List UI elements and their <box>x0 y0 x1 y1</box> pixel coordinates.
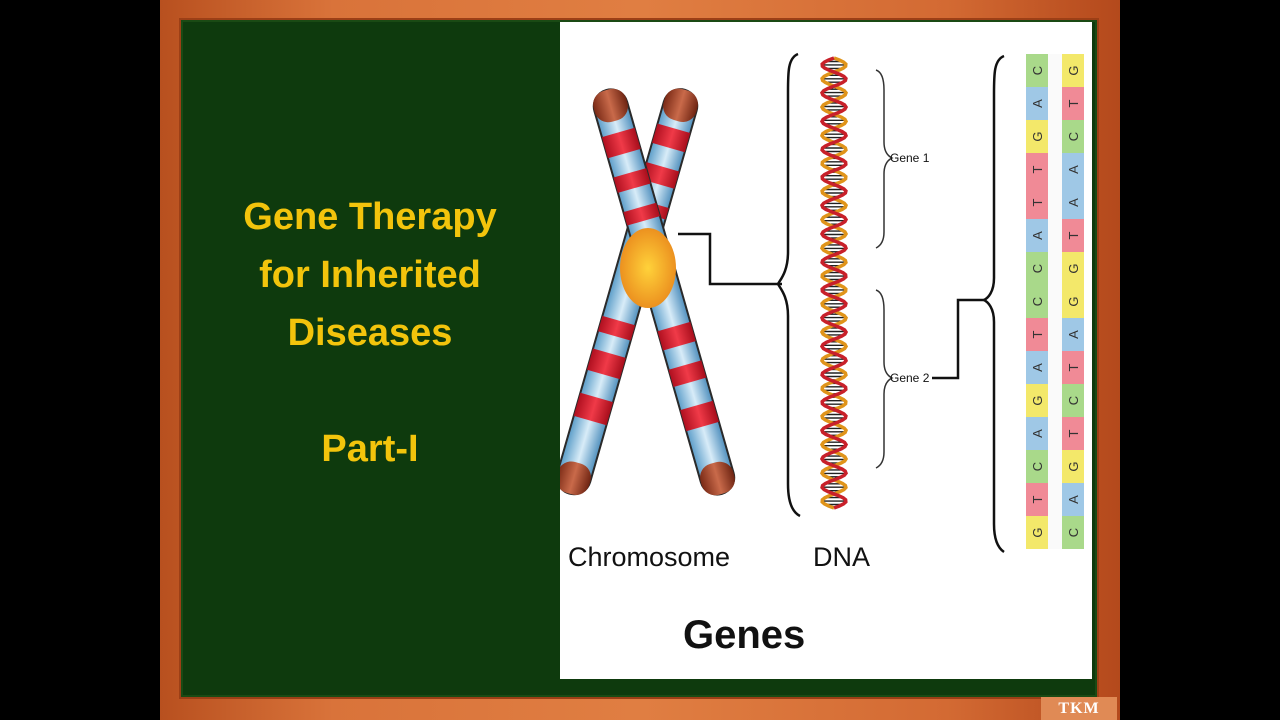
base-letter: C <box>1030 66 1045 75</box>
chromosome-graphic <box>560 85 738 498</box>
title-line-2: for Inherited <box>181 246 559 304</box>
chromosome-connector <box>678 234 782 284</box>
base-letter: G <box>1066 296 1081 306</box>
base-letter: C <box>1066 528 1081 537</box>
genes-diagram-panel: Gene 1 Gene 2 C G A T G C T A T A A T C G C G T A A T G C A T C G… <box>560 22 1092 679</box>
base-letter: A <box>1066 198 1081 207</box>
base-letter: A <box>1066 495 1081 504</box>
base-letter: G <box>1066 461 1081 471</box>
gene2-connector <box>932 300 984 378</box>
title-line-1: Gene Therapy <box>181 188 559 246</box>
brand-badge: TKM <box>1041 697 1117 720</box>
base-letter: T <box>1066 429 1081 437</box>
slide-subtitle: Part-I <box>181 420 559 478</box>
dna-helix <box>822 58 846 508</box>
base-letter: T <box>1030 198 1045 206</box>
base-letter: G <box>1030 131 1045 141</box>
base-letter: A <box>1030 429 1045 438</box>
base-letter: T <box>1066 99 1081 107</box>
genes-diagram: Gene 1 Gene 2 C G A T G C T A T A A T C G C G T A A T G C A T C G… <box>560 22 1092 679</box>
base-letter: G <box>1030 395 1045 405</box>
base-letter: T <box>1066 363 1081 371</box>
genes-caption: Genes <box>683 613 805 657</box>
base-letter: C <box>1030 264 1045 273</box>
base-letter: G <box>1066 65 1081 75</box>
base-letter: T <box>1030 330 1045 338</box>
base-letter: T <box>1066 231 1081 239</box>
title-line-3: Diseases <box>181 304 559 362</box>
base-letter: T <box>1030 495 1045 503</box>
base-letter: A <box>1030 363 1045 372</box>
slide-title: Gene Therapy for Inherited Diseases Part… <box>181 188 559 478</box>
base-letter: G <box>1066 263 1081 273</box>
gene1-label: Gene 1 <box>890 151 930 165</box>
base-letter: A <box>1066 330 1081 339</box>
base-letter: A <box>1030 99 1045 108</box>
base-sequence: C G A T G C T A T A A T C G C G T A A T G C A T C G T A G C <box>1026 54 1084 549</box>
base-letter: C <box>1066 396 1081 405</box>
gene2-label: Gene 2 <box>890 371 930 385</box>
chromosome-label: Chromosome <box>568 542 730 572</box>
base-letter: A <box>1066 165 1081 174</box>
base-letter: T <box>1030 165 1045 173</box>
base-letter: C <box>1030 462 1045 471</box>
sequence-brace <box>984 56 1004 552</box>
dna-label: DNA <box>813 542 870 572</box>
base-letter: C <box>1030 297 1045 306</box>
base-letter: G <box>1030 527 1045 537</box>
base-letter: A <box>1030 231 1045 240</box>
base-letter: C <box>1066 132 1081 141</box>
sequence-backbone <box>1048 54 1062 549</box>
